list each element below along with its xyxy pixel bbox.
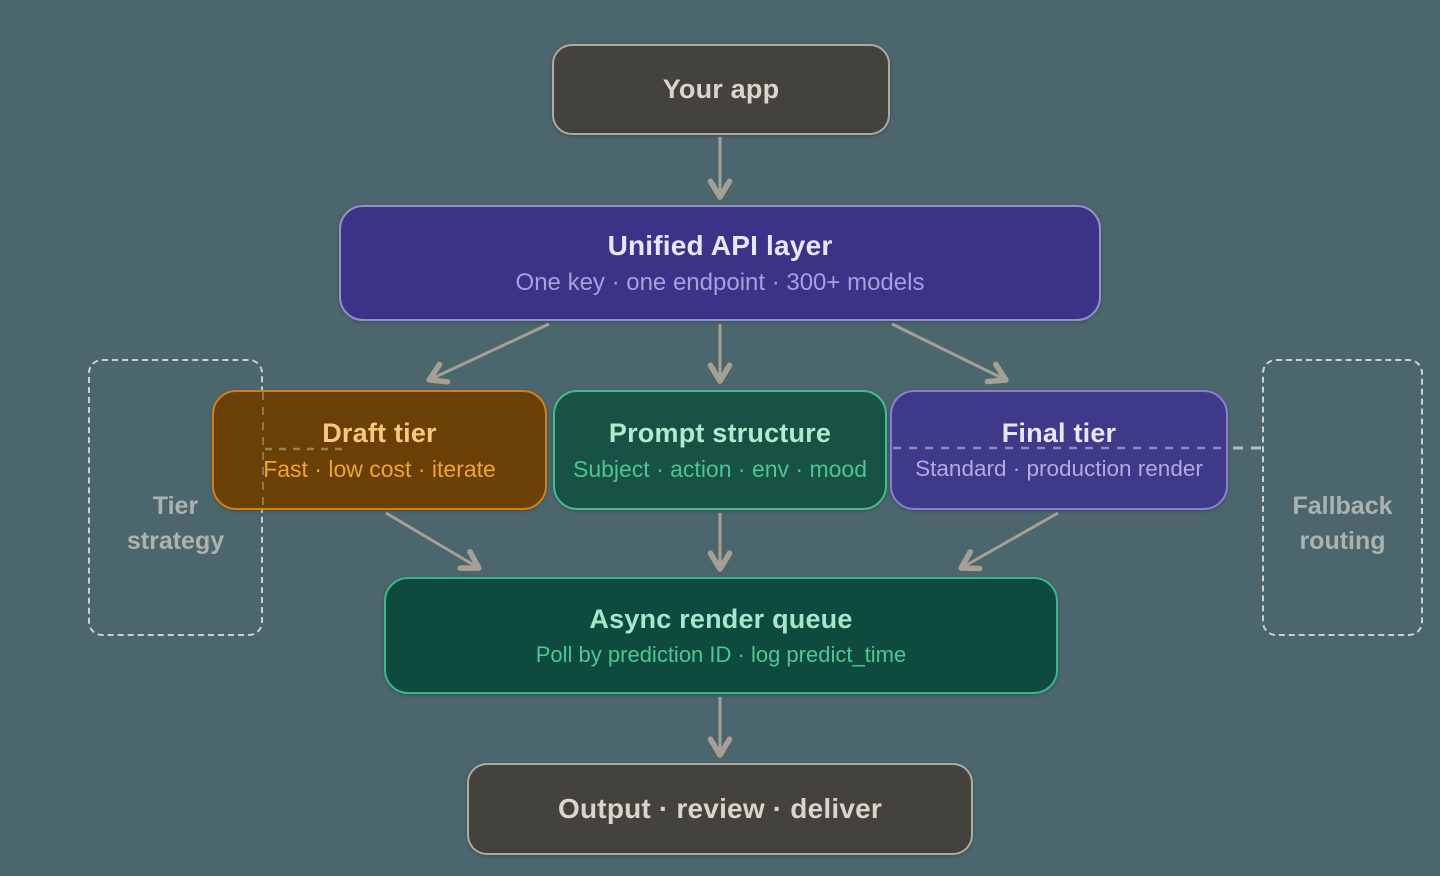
node-prompt-structure: Prompt structure Subject · action · env … xyxy=(553,390,887,510)
node-async-queue-title: Async render queue xyxy=(589,603,853,634)
node-output-title: Output · review · deliver xyxy=(558,793,882,824)
fallback-routing-label-line1: Fallback xyxy=(1292,492,1393,520)
arrow-final-to-queue xyxy=(958,511,1059,572)
fallback-routing-label: Fallback routing xyxy=(1292,489,1392,558)
node-unified-api-title: Unified API layer xyxy=(607,229,833,261)
node-prompt-structure-subtitle: Subject · action · env · mood xyxy=(572,455,868,482)
fallback-routing-group: Fallback routing xyxy=(1262,359,1423,636)
tier-strategy-label: Tier strategy xyxy=(127,489,224,558)
node-async-queue-subtitle: Poll by prediction ID · log predict_time xyxy=(535,641,907,667)
node-your-app: Your app xyxy=(552,44,890,135)
arrow-unified-to-draft xyxy=(426,322,550,385)
node-async-render-queue: Async render queue Poll by prediction ID… xyxy=(384,577,1058,694)
tier-strategy-label-line2: strategy xyxy=(126,526,225,555)
arrow-unified-to-final xyxy=(891,322,1009,385)
node-draft-tier-subtitle: Fast · low cost · iterate xyxy=(263,455,496,482)
node-prompt-structure-title: Prompt structure xyxy=(608,417,832,448)
node-final-tier: Final tier Standard · production render xyxy=(890,390,1228,510)
tier-strategy-label-line1: Tier xyxy=(152,492,199,520)
node-your-app-title: Your app xyxy=(662,74,780,104)
node-unified-api-layer: Unified API layer One key · one endpoint… xyxy=(339,205,1101,321)
node-final-tier-subtitle: Standard · production render xyxy=(915,456,1203,481)
node-draft-tier-title: Draft tier xyxy=(322,417,437,448)
node-output-review-deliver: Output · review · deliver xyxy=(467,763,973,855)
node-unified-api-subtitle: One key · one endpoint · 300+ models xyxy=(515,268,925,296)
arrow-draft-to-queue xyxy=(385,511,482,571)
fallback-routing-label-line2: routing xyxy=(1299,526,1386,555)
node-final-tier-title: Final tier xyxy=(1001,418,1117,448)
node-draft-tier: Draft tier Fast · low cost · iterate xyxy=(212,390,547,510)
